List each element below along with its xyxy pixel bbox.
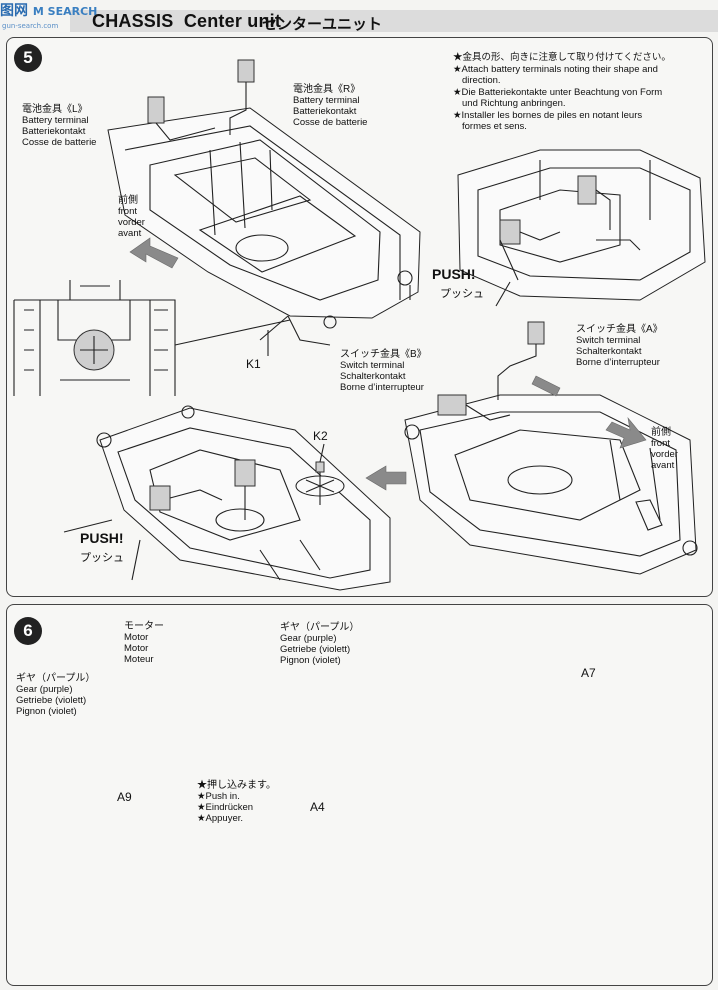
k2-arrow [365,465,407,491]
header: 图网 M SEARCH gun-search.com CHASSIS Cente… [0,0,718,36]
push-in-note: ★押し込みます。 ★Push in. ★Eindrücken ★Appuyer. [197,780,276,824]
watermark-url: gun-search.com [2,22,59,30]
battery-terminal-l-label: 電池金具《L》 Battery terminal Batteriekontakt… [22,104,97,148]
chassis-closeup-right [457,149,706,301]
step-number-5: 5 [14,44,42,72]
battery-terminal-r-label: 電池金具《R》 Battery terminal Batteriekontakt… [293,84,368,128]
motor-label: モーター Motor Motor Moteur [124,621,164,665]
step-number-6: 6 [14,617,42,645]
k2-part [295,443,345,505]
front-label-left: 前側 front vorder avant [118,195,145,239]
gear-purple-label-right: ギヤ（パープル） Gear (purple) Getriebe (violett… [280,622,360,666]
page-title-jp: センターユニット [262,16,383,33]
page-title: CHASSIS Center unit [92,11,282,31]
push-label-1-jp: プッシュ [440,288,484,300]
chassis-drawing-1 [107,59,421,346]
step-5-note: ★金具の形、向きに注意して取り付けてください。 ★Attach battery … [453,52,671,132]
part-k2-label: K2 [313,429,328,443]
watermark-logo: 图网 M SEARCH [0,3,98,19]
part-k1-label: K1 [246,357,261,371]
inset-top-view [13,280,176,396]
push-label-1: PUSH! [432,266,476,282]
step-6-panel [6,604,713,986]
switch-terminal-b-label: スイッチ金具《B》 Switch terminal Schalterkontak… [340,349,427,393]
part-a7-label: A7 [581,666,596,680]
front-arrow-right [605,416,647,449]
front-label-right: 前側 front vorder avant [651,427,678,471]
header-band [70,10,718,32]
gear-purple-label-left: ギヤ（パープル） Gear (purple) Getriebe (violett… [16,673,96,717]
front-arrow-left [129,237,179,269]
chassis-drawing-3 [96,405,391,591]
part-a9-label: A9 [117,790,132,804]
switch-arrow [531,375,561,397]
part-a4-label: A4 [310,800,325,814]
push-label-2: PUSH! [80,530,124,546]
switch-terminal-a-label: スイッチ金具《A》 Switch terminal Schalterkontak… [576,324,663,368]
push-label-2-jp: プッシュ [80,552,124,564]
